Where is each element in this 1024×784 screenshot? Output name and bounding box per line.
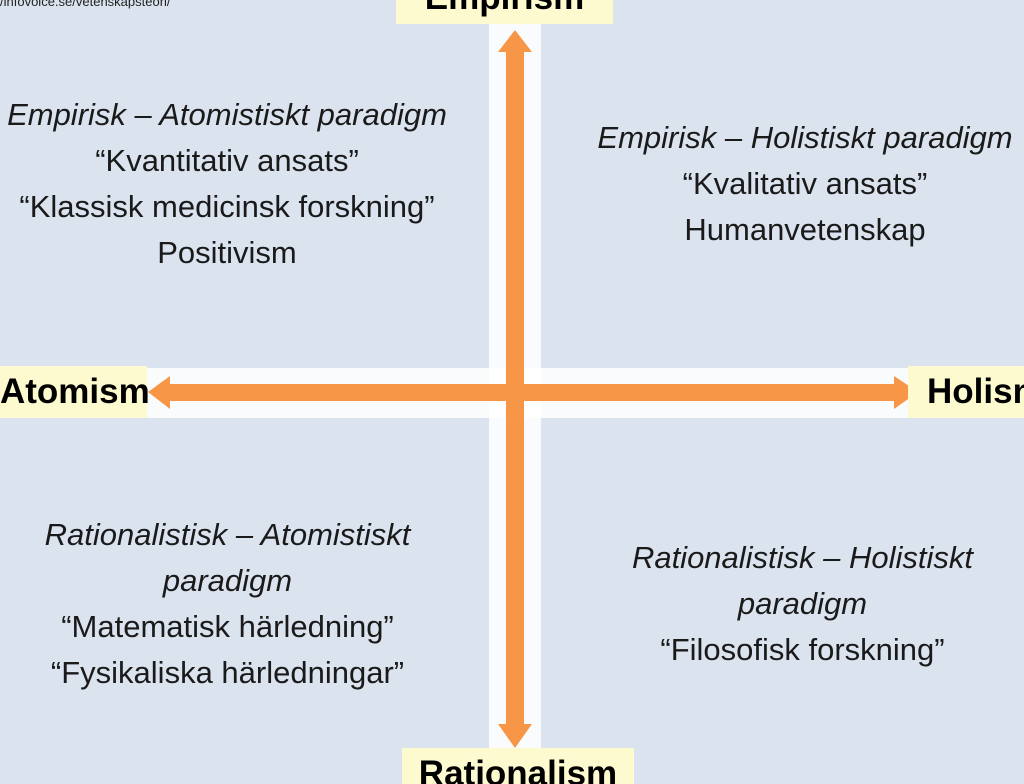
quadrant-line: “Klassisk medicinsk forskning”: [19, 189, 435, 224]
quadrant-title: Empirisk – Holistiskt paradigm: [597, 120, 1013, 155]
axis-label-holism: Holism: [908, 366, 1024, 418]
left-arrowhead: [148, 376, 170, 409]
quadrant-line: “Fysikaliska härledningar”: [50, 655, 405, 690]
horizontal-shaft: [166, 384, 896, 401]
right-arrowhead: [894, 376, 918, 409]
down-arrowhead: [498, 724, 532, 748]
quadrant-title: Empirisk – Atomistiskt paradigm: [7, 97, 447, 132]
quadrant-line: Humanvetenskap: [684, 212, 926, 247]
quadrant-title: Rationalistisk – Holistiskt: [631, 540, 974, 575]
axis-label-empirism: Empirism: [396, 0, 613, 24]
quadrant-empirical-holistic: Empirisk – Holistiskt paradigm “Kvalitat…: [560, 115, 1024, 253]
quadrant-rationalist-holistic: Rationalistisk – Holistiskt paradigm “Fi…: [580, 535, 1024, 673]
quadrant-empirical-atomistic: Empirisk – Atomistiskt paradigm “Kvantit…: [0, 92, 477, 276]
quadrant-rationalist-atomistic: Rationalistisk – Atomistiskt paradigm “M…: [0, 512, 455, 696]
quadrant-line: “Kvantitativ ansats”: [95, 143, 359, 178]
quadrant-line: “Matematisk härledning”: [61, 609, 394, 644]
quadrant-line: “Filosofisk forskning”: [660, 632, 945, 667]
quadrant-title: Rationalistisk – Atomistiskt: [44, 517, 411, 552]
horizontal-axis-arrow: [148, 376, 918, 409]
up-arrowhead: [498, 30, 532, 52]
source-url: /infovoice.se/vetenskapsteori/: [0, 0, 171, 9]
quadrant-line: Positivism: [157, 235, 297, 270]
quadrant-title-cont: paradigm: [162, 563, 293, 598]
quadrant-title-cont: paradigm: [737, 586, 868, 621]
quadrant-line: “Kvalitativ ansats”: [682, 166, 928, 201]
axis-label-rationalism: Rationalism: [402, 748, 634, 784]
axis-label-atomism: Atomism: [0, 366, 150, 418]
